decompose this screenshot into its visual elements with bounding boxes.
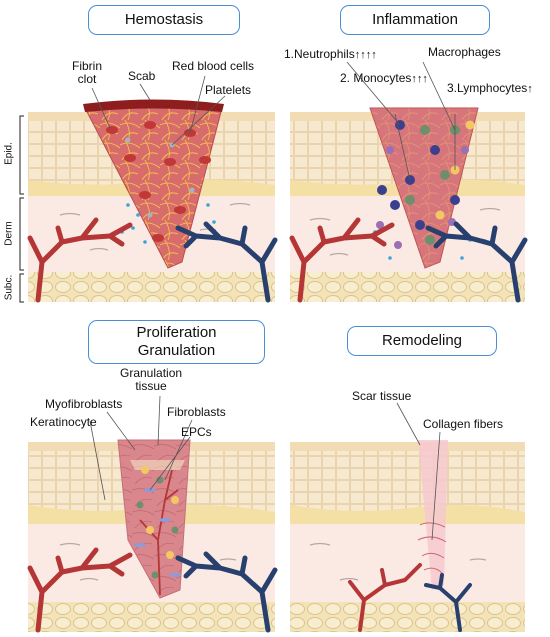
label-granulation-tissue: Granulation tissue [120,366,183,393]
title-hemostasis: Hemostasis [88,5,240,35]
layer-label-subc: Subc. [3,274,15,301]
label-scar-tissue: Scar tissue [352,389,412,403]
title-proliferation: Proliferation Granulation [88,320,265,364]
label-scab: Scab [128,69,156,83]
title-inflammation: Inflammation [340,5,490,35]
label-epcs: EPCs [181,425,212,439]
layer-brackets [19,115,24,303]
title-remodeling: Remodeling [347,326,497,356]
label-lymphocytes: 3.Lymphocytes↑ [447,81,533,96]
label-red-blood-cells: Red blood cells [172,59,255,73]
increase-arrows-icon: ↑↑↑ [411,73,428,85]
layer-label-derm: Derm [3,221,15,246]
label-fibrin-clot: Fibrin clot [72,59,103,86]
panel-proliferation-skin [27,439,278,633]
label-neutrophils: 1.Neutrophils↑↑↑↑ [284,47,377,62]
label-myofibroblasts: Myofibroblasts [45,397,123,411]
label-macrophages: Macrophages [428,45,501,59]
leader-lines [89,61,456,541]
label-platelets: Platelets [205,83,252,97]
label-collagen-fibers: Collagen fibers [423,417,504,431]
increase-arrows-icon: ↑↑↑↑ [354,49,377,61]
label-fibroblasts: Fibroblasts [167,405,226,419]
layer-label-epid: Epid. [3,142,15,165]
label-keratinocyte: Keratinocyte [30,415,97,429]
increase-arrow-icon: ↑ [527,83,533,95]
label-monocytes: 2. Monocytes↑↑↑ [340,71,428,86]
panel-hemostasis-skin [27,99,278,303]
panel-inflammation-skin [289,107,528,303]
panel-remodeling-skin [290,440,525,632]
